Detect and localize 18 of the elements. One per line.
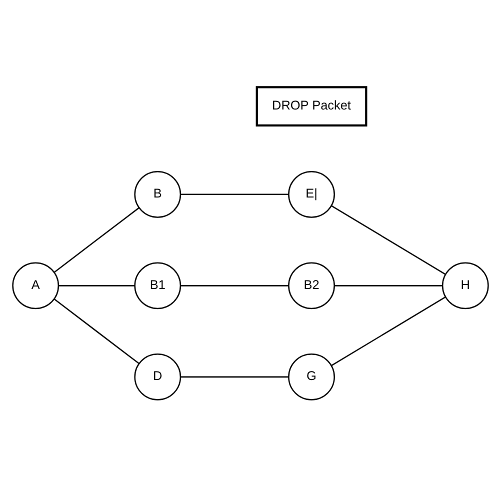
node-circle: G [288, 352, 335, 400]
connector [331, 204, 446, 274]
connector [54, 298, 140, 364]
node-circle: D [134, 352, 182, 400]
connector [180, 284, 288, 286]
node-circle: E| [288, 170, 335, 218]
node-circle: H [442, 262, 489, 309]
connector [180, 193, 288, 195]
node-box: DROP Packet [256, 86, 368, 126]
connector [331, 296, 446, 366]
node-circle: B2 [288, 262, 335, 309]
connector [58, 284, 135, 286]
node-circle: B [134, 170, 182, 218]
connector [180, 376, 288, 378]
connector [334, 284, 442, 286]
connector [54, 206, 140, 272]
node-circle: B1 [134, 262, 182, 309]
node-circle: A [12, 262, 60, 309]
